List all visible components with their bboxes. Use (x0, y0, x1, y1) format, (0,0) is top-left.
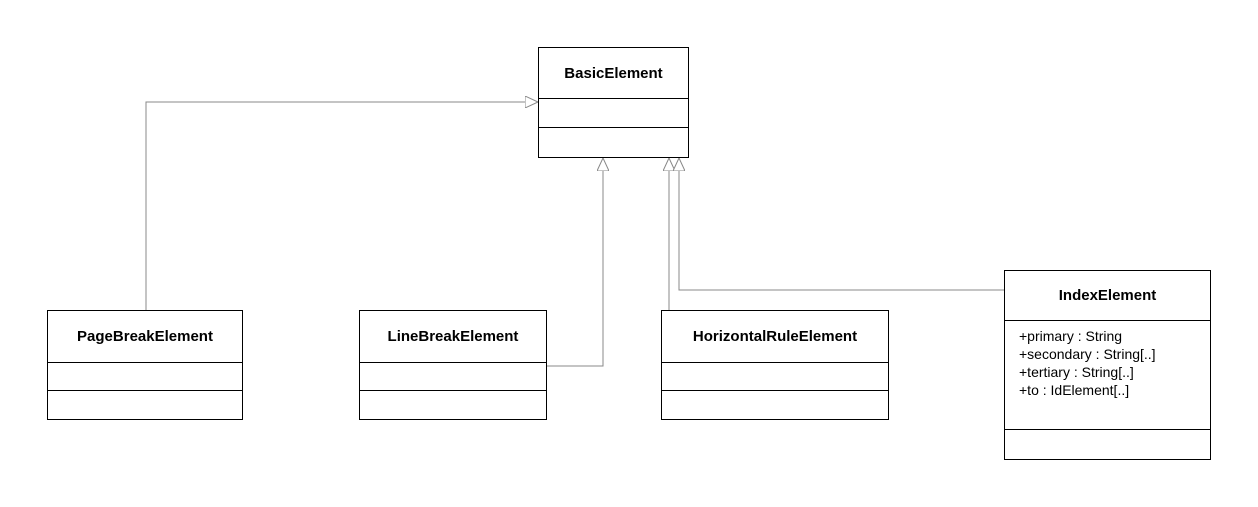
class-name: PageBreakElement (48, 311, 242, 363)
attribute-to: +to : IdElement[..] (1019, 382, 1130, 398)
attributes-compartment: +primary : String +secondary : String[..… (1005, 321, 1210, 430)
class-name: IndexElement (1005, 271, 1210, 321)
class-name: LineBreakElement (360, 311, 546, 363)
class-name: HorizontalRuleElement (662, 311, 888, 363)
attribute-primary: +primary : String (1019, 328, 1123, 344)
class-basic-element: BasicElement (538, 47, 689, 158)
class-page-break-element: PageBreakElement (47, 310, 243, 420)
attribute-tertiary: +tertiary : String[..] (1019, 364, 1134, 380)
generalization-index-to-basic (679, 158, 1004, 291)
attribute-secondary: +secondary : String[..] (1019, 346, 1156, 362)
generalization-linebreak-to-basic (547, 158, 603, 367)
class-name: BasicElement (539, 48, 688, 99)
generalization-pagebreak-to-basic (145, 102, 538, 310)
attributes-compartment (539, 99, 688, 128)
attributes-compartment (360, 363, 546, 391)
class-horizontal-rule-element: HorizontalRuleElement (661, 310, 889, 420)
attributes-compartment (48, 363, 242, 391)
class-index-element: IndexElement +primary : String +secondar… (1004, 270, 1211, 460)
class-line-break-element: LineBreakElement (359, 310, 547, 420)
attributes-compartment (662, 363, 888, 391)
